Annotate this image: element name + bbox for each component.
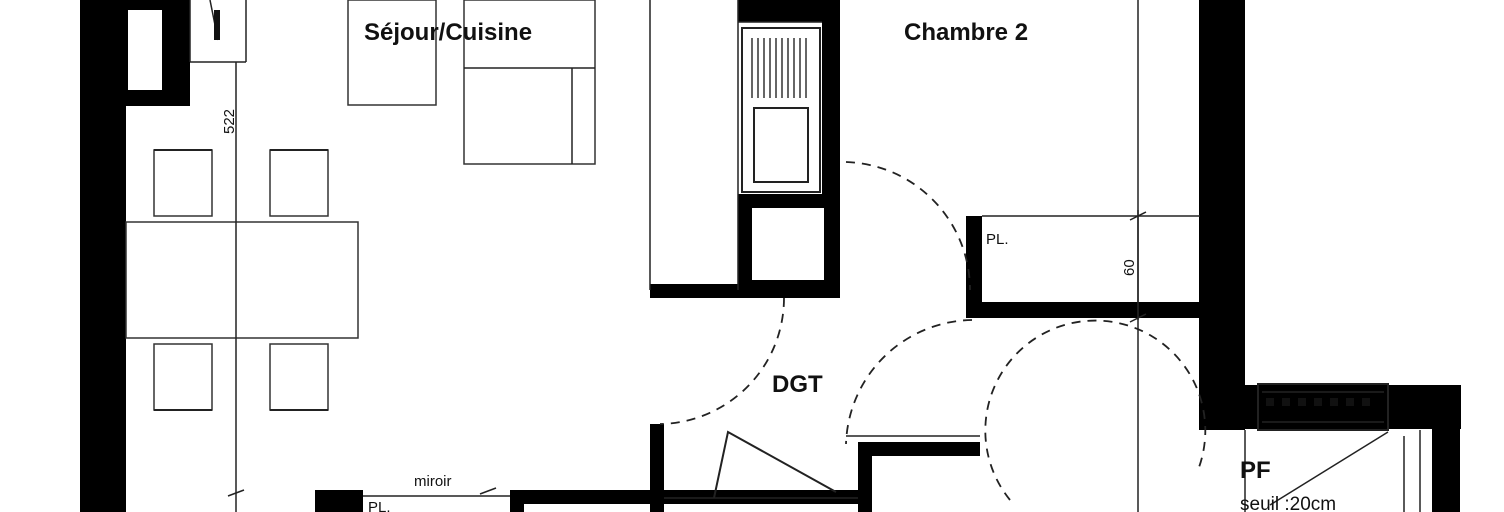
label-seuil: seuil :20cm <box>1240 494 1336 512</box>
chair-4 <box>269 343 329 411</box>
cabinet <box>347 0 437 106</box>
door-wedge <box>713 430 837 499</box>
pl-closet-wall-bottom <box>966 302 1200 318</box>
pl-closet-wall-left <box>966 216 982 316</box>
room-label-dgt: DGT <box>772 371 823 398</box>
left-exterior-wall <box>80 0 126 512</box>
door-swings <box>659 161 1207 501</box>
right-exterior-wall <box>1199 0 1245 430</box>
chair-3 <box>153 343 213 411</box>
hob <box>741 27 821 193</box>
label-pl-bottom: PL. <box>368 499 391 512</box>
far-right-wall <box>1432 385 1460 512</box>
kitchen-appliances <box>741 27 821 193</box>
dimension-60: 60 <box>1121 259 1138 276</box>
room-label-chambre-2: Chambre 2 <box>904 19 1028 46</box>
kitchen-divider-wall <box>738 0 838 22</box>
radiator <box>1257 383 1389 506</box>
furniture <box>125 0 596 411</box>
label-pl-top: PL. <box>986 231 1009 248</box>
room-label-pf: PF <box>1240 457 1271 484</box>
chair-2 <box>269 149 329 217</box>
corridor-wall-bottom <box>522 490 858 504</box>
sofa <box>463 0 596 165</box>
bath-wall-left <box>315 490 363 512</box>
dining-table <box>125 221 359 339</box>
thin-lines <box>189 0 1421 512</box>
bath-wall-mid <box>510 490 524 512</box>
door-swing-kitchen <box>659 297 785 425</box>
turning-circle <box>984 319 1207 501</box>
door-swing-chambre <box>845 161 971 291</box>
chair-1 <box>153 149 213 217</box>
dgt-wall-horizontal <box>858 442 980 456</box>
dimension-522: 522 <box>221 109 238 134</box>
label-miroir: miroir <box>414 473 452 490</box>
dimension-lines <box>209 0 1147 512</box>
door-swing-dgt <box>845 319 973 445</box>
room-label-sejour-cuisine: Séjour/Cuisine <box>364 19 532 46</box>
sink <box>753 107 809 183</box>
dgt-wall-vertical <box>858 442 872 512</box>
